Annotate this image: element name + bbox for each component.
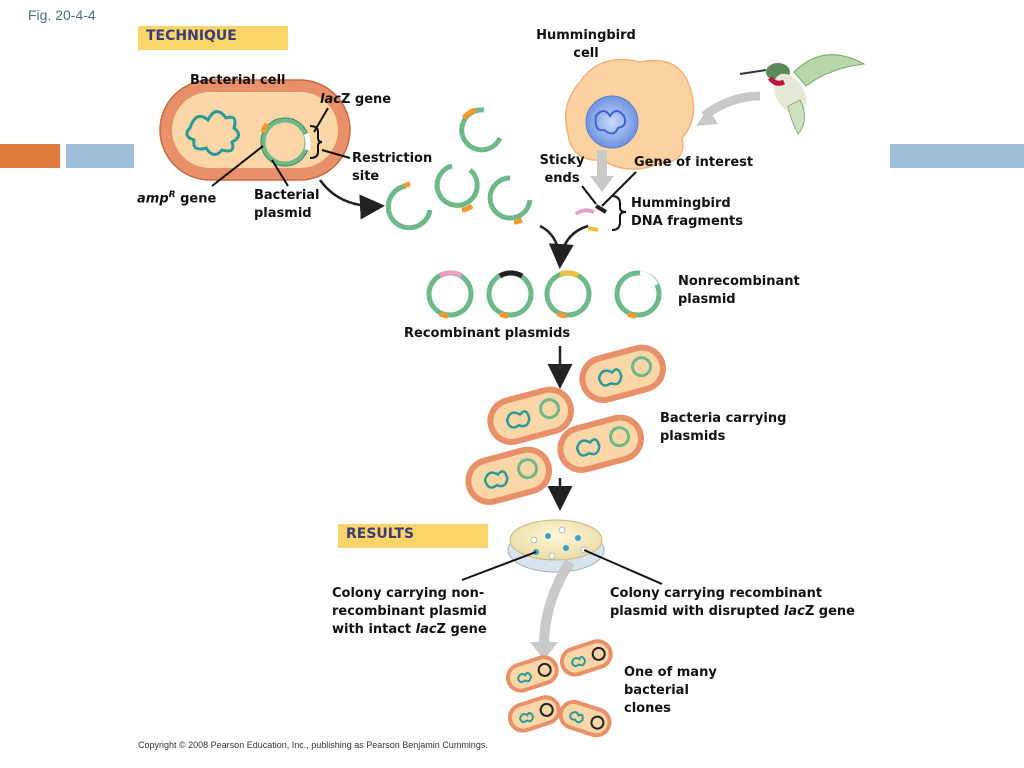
label-bacteria-carrying-plasmids: Bacteria carrying plasmids (660, 410, 786, 446)
label-hummingbird-cell: Hummingbird cell (536, 27, 636, 63)
label-colony-rec-2a: plasmid with disrupted (610, 604, 784, 619)
label-colony-recombinant: Colony carrying recombinant plasmid with… (610, 585, 855, 621)
label-gene-of-interest: Gene of interest (634, 155, 754, 170)
label-colony-non-line2: recombinant plasmid (332, 604, 487, 619)
label-hummingbird-cell-line1: Hummingbird (536, 28, 636, 43)
petri-dish (507, 519, 605, 573)
label-colony-rec-2c: Z gene (804, 604, 855, 619)
slide-bar-orange (0, 144, 60, 168)
label-clones-line2: bacterial (624, 683, 689, 698)
label-ampr-sup: R (168, 190, 176, 200)
label-clones-line1: One of many (624, 665, 717, 680)
label-bacterial-plasmid: Bacterial plasmid (254, 187, 320, 223)
label-bacterial-plasmid-line1: Bacterial (254, 188, 320, 203)
label-colony-rec-2b: lac (783, 604, 805, 619)
label-nonrecombinant-line1: Nonrecombinant (678, 274, 800, 289)
label-ampr-rest: gene (175, 191, 217, 207)
label-lacz-italic: lac (320, 92, 341, 107)
label-colony-nonrecombinant: Colony carrying non- recombinant plasmid… (332, 585, 487, 639)
label-bacteria-carrying-line2: plasmids (660, 429, 726, 444)
label-recombinant-plasmids: Recombinant plasmids (404, 326, 571, 341)
results-header: RESULTS (338, 524, 488, 548)
label-lacz-gene: lacZ gene (320, 91, 391, 109)
main-bacterial-cell (159, 79, 351, 181)
label-nonrecombinant-plasmid: Nonrecombinant plasmid (678, 273, 800, 309)
label-bacteria-carrying-line1: Bacteria carrying (660, 411, 787, 426)
label-lacz-rest: Z gene (340, 92, 392, 107)
label-restriction-line2: site (352, 169, 380, 184)
label-restriction-line1: Restriction (352, 151, 433, 166)
label-hummingbird-dna-line1: Hummingbird (631, 196, 731, 211)
label-colony-non-line1: Colony carrying non- (332, 586, 485, 601)
hummingbird-illustration (739, 54, 866, 135)
label-colony-non-3a: with intact (332, 622, 416, 637)
figure-id: Fig. 20-4-4 (28, 7, 96, 23)
recombinant-plasmids (426, 270, 592, 319)
label-clones-line3: clones (624, 701, 671, 716)
slide-bar-blue-left (66, 144, 134, 168)
label-restriction-site: Restriction site (352, 150, 432, 186)
technique-header: TECHNIQUE (138, 26, 288, 50)
label-bacterial-plasmid-line2: plasmid (254, 206, 312, 221)
label-nonrecombinant-line2: plasmid (678, 292, 736, 307)
label-hummingbird-dna: Hummingbird DNA fragments (631, 195, 743, 231)
bacteria-carrying-plasmids (465, 344, 667, 505)
copyright-notice: Copyright © 2008 Pearson Education, Inc.… (138, 740, 488, 750)
label-bacterial-clones: One of many bacterial clones (624, 664, 717, 718)
dna-fragments (574, 204, 608, 232)
label-colony-rec-line2: plasmid with disrupted lacZ gene (610, 603, 855, 621)
label-ampr-gene: ampR gene (137, 186, 216, 208)
label-hummingbird-dna-line2: DNA fragments (631, 214, 743, 229)
label-ampr-italic: amp (137, 191, 169, 207)
label-sticky-ends-line1: Sticky (539, 153, 585, 168)
label-hummingbird-cell-line2: cell (573, 46, 599, 61)
label-sticky-ends-line2: ends (544, 171, 580, 186)
bacterial-clones (505, 639, 613, 738)
label-colony-non-3b: lac (415, 622, 437, 637)
label-sticky-ends: Sticky ends (538, 152, 586, 188)
nonrecombinant-plasmid (614, 270, 662, 319)
label-colony-rec-line1: Colony carrying recombinant (610, 586, 823, 601)
slide-bar-blue-right (890, 144, 1024, 168)
hummingbird-cell (565, 58, 695, 170)
cut-plasmids (385, 107, 533, 231)
label-bacterial-cell: Bacterial cell (190, 73, 286, 88)
label-colony-non-line3: with intact lacZ gene (332, 621, 487, 639)
label-colony-non-3c: Z gene (436, 622, 487, 637)
